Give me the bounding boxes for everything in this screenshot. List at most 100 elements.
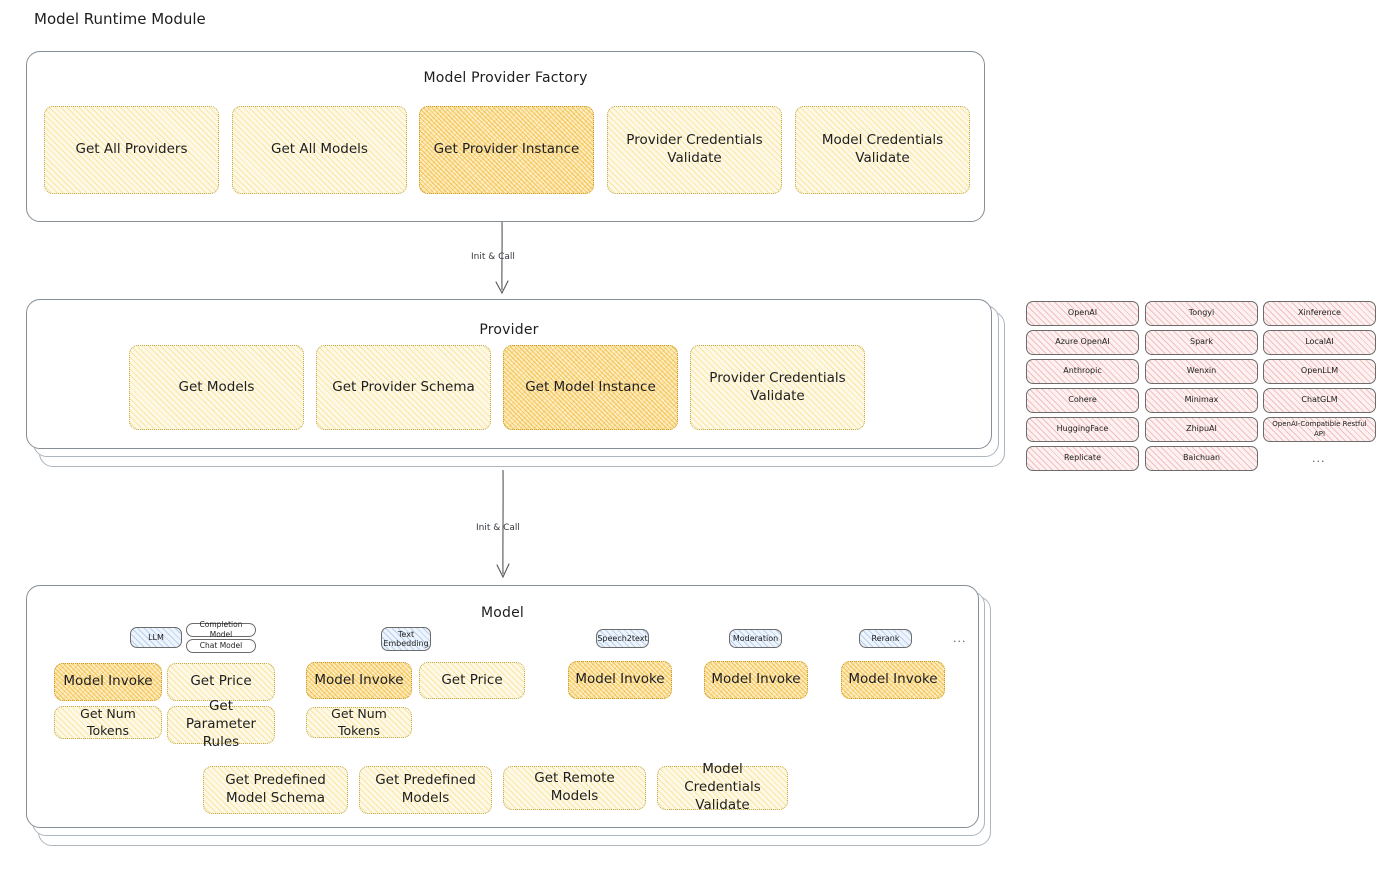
- text-embedding-method-label: Get Price: [441, 671, 503, 688]
- model-type-tag-rerank[interactable]: Rerank: [859, 629, 912, 648]
- provider-title: Provider: [479, 322, 539, 338]
- llm-method-get-parameter-rules[interactable]: Get Parameter Rules: [167, 698, 275, 750]
- model-common-method-get-predefined-models[interactable]: Get Predefined Models: [359, 766, 492, 814]
- model-common-method-label: Get Remote Models: [534, 770, 615, 804]
- arrow-factory-to-provider-label: Init & Call: [471, 252, 515, 262]
- model-type-tag-label: Text Embedding: [383, 629, 429, 648]
- provider-chip-huggingface[interactable]: HuggingFace: [1026, 417, 1139, 442]
- speech2text-method-model-invoke[interactable]: Model Invoke: [568, 661, 672, 699]
- provider-chip-label: Xinference: [1298, 308, 1341, 318]
- model-common-method-model-credentials-validate[interactable]: Model Credentials Validate: [657, 761, 788, 813]
- provider-chip-localai[interactable]: LocalAI: [1263, 330, 1376, 355]
- provider-chip-label: HuggingFace: [1056, 424, 1109, 434]
- provider-chip-openai[interactable]: OpenAI: [1026, 301, 1139, 326]
- llm-method-model-invoke[interactable]: Model Invoke: [54, 663, 162, 701]
- provider-chip-azure-openai[interactable]: Azure OpenAI: [1026, 330, 1139, 355]
- model-type-tag-label: Moderation: [732, 633, 779, 643]
- provider-chip-label: Tongyi: [1188, 308, 1215, 318]
- text-embedding-method-get-num-tokens[interactable]: Get Num Tokens: [306, 706, 412, 738]
- provider-method-get-provider-schema[interactable]: Get Provider Schema: [316, 345, 491, 430]
- provider-chip-label: Azure OpenAI: [1055, 337, 1110, 347]
- provider-chip-label: LocalAI: [1305, 337, 1334, 347]
- provider-chip-cohere[interactable]: Cohere: [1026, 388, 1139, 413]
- provider-chip-replicate[interactable]: Replicate: [1026, 446, 1139, 471]
- factory-method-label: Get Provider Instance: [433, 141, 580, 158]
- provider-chip-anthropic[interactable]: Anthropic: [1026, 359, 1139, 384]
- arrow-provider-to-model-label: Init & Call: [476, 523, 520, 533]
- moderation-method-model-invoke[interactable]: Model Invoke: [704, 661, 808, 699]
- provider-chip-baichuan[interactable]: Baichuan: [1145, 446, 1258, 471]
- factory-method-get-all-providers[interactable]: Get All Providers: [44, 106, 219, 194]
- provider-chip-label: Minimax: [1184, 395, 1219, 405]
- factory-method-get-provider-instance[interactable]: Get Provider Instance: [419, 106, 594, 194]
- model-subtag-label: Completion Model: [199, 620, 243, 639]
- rerank-method-model-invoke[interactable]: Model Invoke: [841, 661, 945, 699]
- model-common-method-get-remote-models[interactable]: Get Remote Models: [503, 766, 646, 810]
- provider-chip-label: ZhipuAI: [1186, 424, 1217, 434]
- factory-method-label: Provider Credentials Validate: [626, 132, 763, 166]
- moderation-method-label: Model Invoke: [711, 671, 801, 688]
- provider-chip-xinference[interactable]: Xinference: [1263, 301, 1376, 326]
- llm-method-get-num-tokens[interactable]: Get Num Tokens: [54, 706, 162, 739]
- provider-method-provider-credentials-validate[interactable]: Provider Credentials Validate: [690, 345, 865, 430]
- factory-method-label: Get All Models: [271, 141, 368, 158]
- model-provider-factory-title: Model Provider Factory: [423, 70, 588, 86]
- model-type-tag-moderation[interactable]: Moderation: [729, 629, 782, 648]
- provider-chip-label: OpenAI-Compatible Restful API: [1272, 420, 1367, 438]
- provider-method-get-models[interactable]: Get Models: [129, 345, 304, 430]
- provider-method-label: Get Models: [178, 378, 255, 395]
- text-embedding-method-label: Model Invoke: [314, 671, 404, 688]
- provider-chip-minimax[interactable]: Minimax: [1145, 388, 1258, 413]
- model-type-tag-text-embedding[interactable]: Text Embedding: [381, 627, 431, 651]
- provider-chip-spark[interactable]: Spark: [1145, 330, 1258, 355]
- model-common-method-label: Model Credentials Validate: [684, 761, 761, 813]
- model-types-more-ellipsis: ...: [953, 632, 967, 645]
- provider-list-more-ellipsis: ...: [1312, 452, 1326, 465]
- provider-chip-openllm[interactable]: OpenLLM: [1263, 359, 1376, 384]
- provider-chip-tongyi[interactable]: Tongyi: [1145, 301, 1258, 326]
- arrow-factory-to-provider: [495, 221, 509, 295]
- model-common-method-get-predefined-model-schema[interactable]: Get Predefined Model Schema: [203, 766, 348, 814]
- provider-chip-label: ChatGLM: [1301, 395, 1338, 405]
- factory-method-label: Get All Providers: [75, 141, 188, 158]
- speech2text-method-label: Model Invoke: [575, 671, 665, 688]
- provider-chip-label: OpenLLM: [1300, 366, 1339, 376]
- model-title: Model: [480, 605, 525, 621]
- provider-chip-zhipuai[interactable]: ZhipuAI: [1145, 417, 1258, 442]
- model-subtag-label: Chat Model: [199, 641, 243, 651]
- model-type-tag-speech2text[interactable]: Speech2text: [596, 629, 649, 648]
- model-type-tag-label: LLM: [148, 632, 164, 642]
- provider-chip-label: Wenxin: [1186, 366, 1217, 376]
- provider-chip-chatglm[interactable]: ChatGLM: [1263, 388, 1376, 413]
- text-embedding-method-get-price[interactable]: Get Price: [419, 662, 525, 699]
- model-common-method-label: Get Predefined Model Schema: [225, 772, 326, 806]
- provider-chip-label: Baichuan: [1182, 453, 1221, 463]
- page-title: Model Runtime Module: [34, 10, 206, 28]
- model-type-tag-llm[interactable]: LLM: [130, 627, 182, 648]
- factory-method-get-all-models[interactable]: Get All Models: [232, 106, 407, 194]
- provider-chip-label: Cohere: [1068, 395, 1097, 405]
- factory-method-label: Model Credentials Validate: [821, 132, 944, 166]
- provider-chip-label: Spark: [1190, 337, 1213, 347]
- text-embedding-method-model-invoke[interactable]: Model Invoke: [306, 662, 412, 699]
- rerank-method-label: Model Invoke: [848, 671, 938, 688]
- provider-method-label: Get Provider Schema: [332, 378, 475, 395]
- provider-chip-wenxin[interactable]: Wenxin: [1145, 359, 1258, 384]
- factory-method-model-credentials-validate[interactable]: Model Credentials Validate: [795, 106, 970, 194]
- provider-chip-label: Replicate: [1063, 453, 1101, 463]
- model-type-tag-label: Rerank: [871, 633, 900, 643]
- provider-method-get-model-instance[interactable]: Get Model Instance: [503, 345, 678, 430]
- model-type-tag-label: Speech2text: [597, 633, 648, 643]
- provider-chip-label: Anthropic: [1063, 366, 1102, 376]
- llm-method-label: Get Parameter Rules: [185, 698, 257, 750]
- model-subtag-completion-model[interactable]: Completion Model: [186, 620, 256, 639]
- llm-method-get-price[interactable]: Get Price: [167, 663, 275, 701]
- llm-method-label: Get Num Tokens: [80, 706, 136, 738]
- provider-chip-label: OpenAI: [1067, 308, 1098, 318]
- model-subtag-chat-model[interactable]: Chat Model: [186, 639, 256, 653]
- provider-method-label: Provider Credentials Validate: [709, 369, 846, 404]
- provider-chip-openai-compatible-restful-api[interactable]: OpenAI-Compatible Restful API: [1263, 417, 1376, 442]
- factory-method-provider-credentials-validate[interactable]: Provider Credentials Validate: [607, 106, 782, 194]
- model-common-method-label: Get Predefined Models: [375, 772, 476, 806]
